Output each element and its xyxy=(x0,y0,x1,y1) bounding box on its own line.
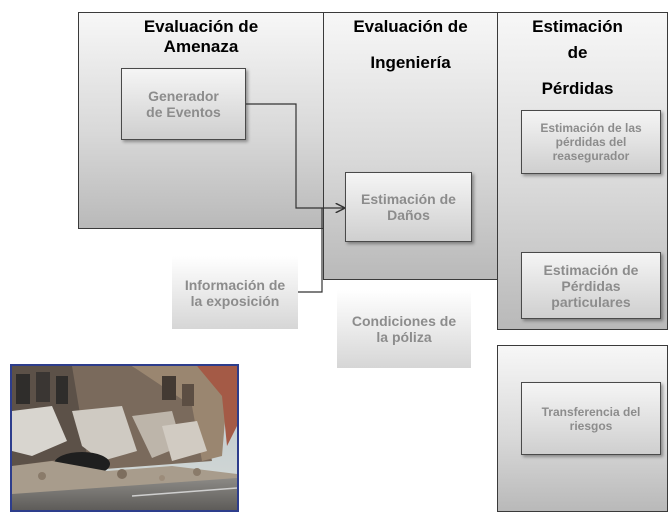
label-generador: Generador de Eventos xyxy=(146,88,221,120)
label-transferencia: Transferencia del riesgos xyxy=(541,404,641,433)
label-poliza: Condiciones de la póliza xyxy=(351,313,457,345)
panel-title-ingenieria-line1: Evaluación de xyxy=(353,17,468,36)
box-estimacion-danos: Estimación de Daños xyxy=(345,172,472,242)
panel-title-ingenieria-line2: Ingeniería xyxy=(370,53,451,72)
panel-title-perdidas-line3: Pérdidas xyxy=(541,79,614,98)
box-perdidas-particulares: Estimación de Pérdidas particulares xyxy=(521,252,661,319)
box-transferencia-riesgos: Transferencia del riesgos xyxy=(521,382,661,455)
panel-title-perdidas-line1: Estimación xyxy=(532,17,623,36)
box-informacion-exposicion: Información de la exposición xyxy=(172,256,298,329)
label-exposicion: Información de la exposición xyxy=(184,276,286,309)
box-perdidas-reasegurador: Estimación de las pérdidas del reasegura… xyxy=(521,110,661,174)
panel-title-perdidas-line2: de xyxy=(567,43,588,62)
box-generador-eventos: Generador de Eventos xyxy=(121,68,246,140)
box-condiciones-poliza: Condiciones de la póliza xyxy=(337,290,471,368)
label-reasegurador: Estimación de las pérdidas del reasegura… xyxy=(540,121,642,163)
panel-title-amenaza: Evaluación de Amenaza xyxy=(143,17,259,56)
earthquake-damage-photo xyxy=(10,364,239,512)
label-danos: Estimación de Daños xyxy=(361,191,456,223)
label-particulares: Estimación de Pérdidas particulares xyxy=(543,261,639,310)
